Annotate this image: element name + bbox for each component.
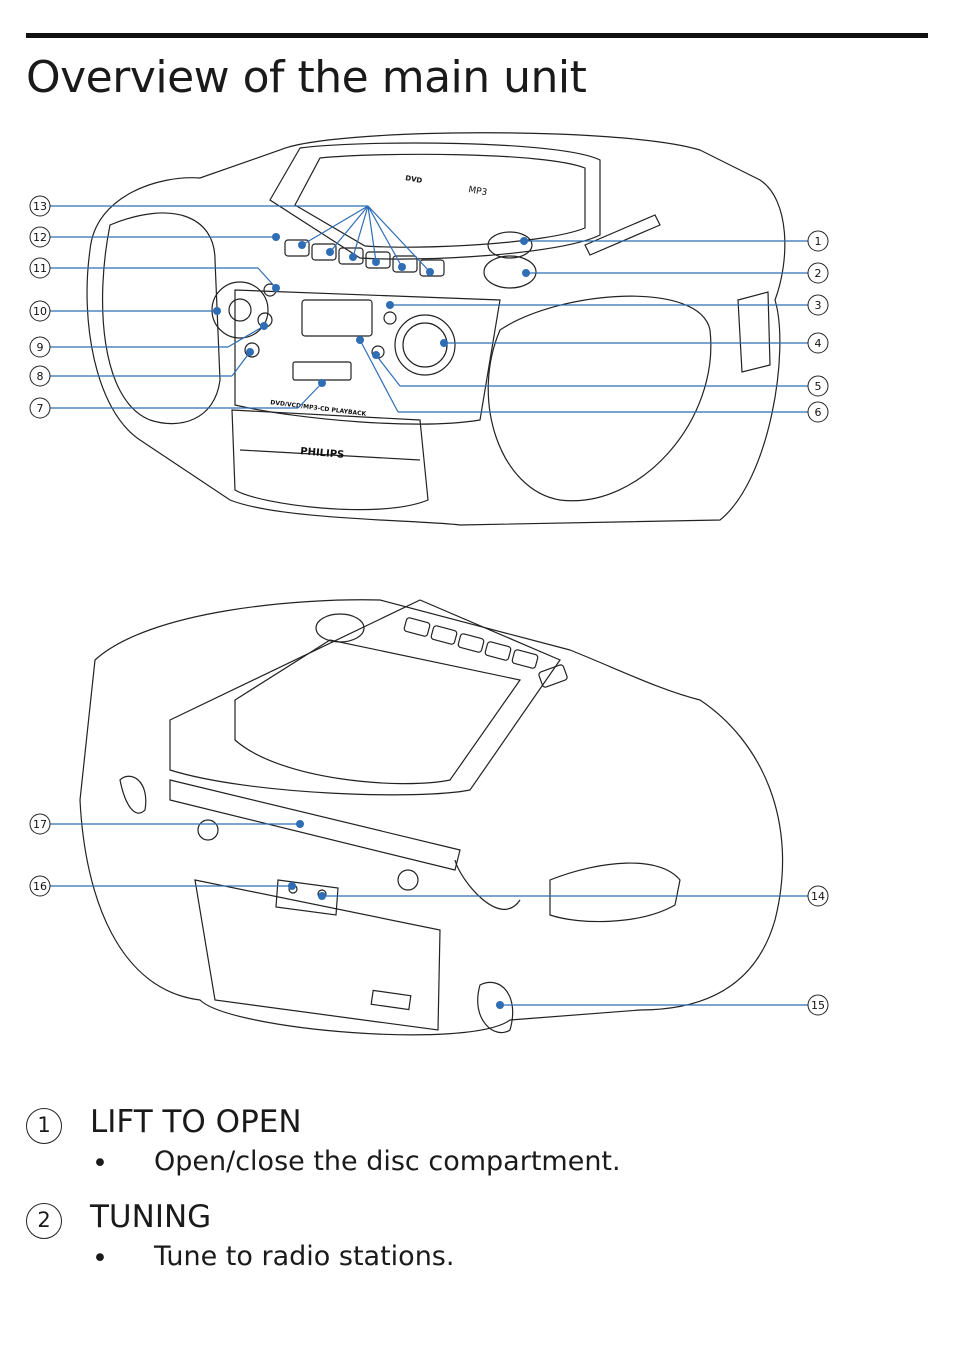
callout-6: 6 — [807, 401, 829, 423]
svg-text:7: 7 — [37, 402, 44, 415]
callout-15: 15 — [807, 994, 829, 1016]
back-view-drawing — [79, 599, 784, 1036]
front-callout-lines — [48, 205, 808, 1006]
svg-text:13: 13 — [33, 200, 47, 213]
callout-9: 9 — [29, 336, 51, 358]
bullet-icon: • — [92, 1243, 108, 1274]
callout-17: 17 — [29, 813, 51, 835]
callout-16: 16 — [29, 875, 51, 897]
svg-text:8: 8 — [37, 370, 44, 383]
brand-label: PHILIPS — [300, 446, 345, 461]
svg-text:6: 6 — [815, 406, 822, 419]
callout-14: 14 — [807, 885, 829, 907]
legend-number: 1 — [26, 1108, 62, 1144]
bullet-icon: • — [92, 1148, 108, 1179]
top-rule — [26, 33, 928, 38]
callout-12: 12 — [29, 226, 51, 248]
legend-title: LIFT TO OPEN — [90, 1104, 302, 1140]
disc-logo-mp3: MP3 — [467, 185, 487, 198]
callout-10: 10 — [29, 300, 51, 322]
svg-text:9: 9 — [37, 341, 44, 354]
legend-description: Tune to radio stations. — [154, 1241, 455, 1272]
callout-4: 4 — [807, 332, 829, 354]
svg-text:5: 5 — [815, 380, 822, 393]
callout-3: 3 — [807, 294, 829, 316]
callout-7: 7 — [29, 397, 51, 419]
svg-text:14: 14 — [811, 890, 825, 903]
callout-1: 1 — [807, 230, 829, 252]
callout-2: 2 — [807, 262, 829, 284]
svg-text:16: 16 — [33, 880, 47, 893]
callout-markers: 13 12 11 10 9 8 7 1 2 3 4 5 6 17 16 14 1… — [29, 195, 829, 1016]
callout-endpoints — [213, 233, 530, 1009]
svg-text:4: 4 — [815, 337, 822, 350]
svg-text:17: 17 — [33, 818, 47, 831]
legend-title: TUNING — [90, 1199, 212, 1235]
main-unit-illustration: PHILIPS DVD/VCD/MP3-CD PLAYBACK DVD MP3 — [29, 132, 829, 1036]
callout-5: 5 — [807, 375, 829, 397]
svg-text:15: 15 — [811, 999, 825, 1012]
svg-text:12: 12 — [33, 231, 47, 244]
page-title: Overview of the main unit — [26, 52, 587, 103]
svg-text:10: 10 — [33, 305, 47, 318]
callout-13: 13 — [29, 195, 51, 217]
svg-text:11: 11 — [33, 262, 47, 275]
front-view-drawing — [86, 132, 786, 526]
callout-8: 8 — [29, 365, 51, 387]
legend-description: Open/close the disc compartment. — [154, 1146, 621, 1177]
disc-logo-dvd: DVD — [405, 174, 423, 185]
svg-text:3: 3 — [815, 299, 822, 312]
svg-text:1: 1 — [815, 235, 822, 248]
legend-number: 2 — [26, 1203, 62, 1239]
svg-text:2: 2 — [815, 267, 822, 280]
callout-11: 11 — [29, 257, 51, 279]
